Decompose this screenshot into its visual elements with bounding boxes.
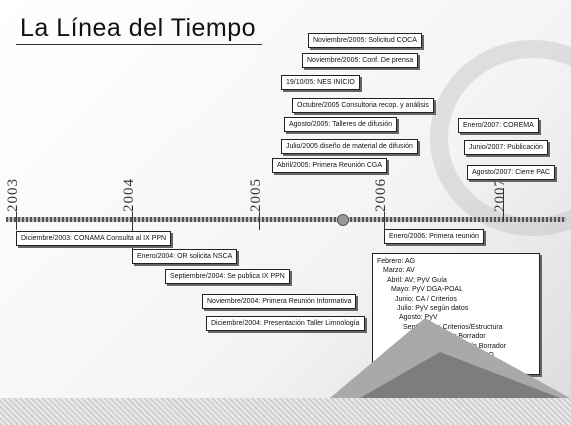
timeline-axis [6, 217, 566, 222]
schedule-item: Febrero: AG [377, 258, 416, 265]
event-box: Noviembre/2005: Conf. De prensa [302, 53, 419, 68]
year-label-2004: 2004 [121, 178, 137, 212]
decorative-mountain-shadow [360, 352, 560, 398]
event-box: Julio/2005 diseño de material de difusió… [281, 139, 418, 154]
schedule-item: Junio: CA / Criterios [395, 295, 457, 303]
event-box: Abril/2005: Primera Reunión CGA [272, 158, 388, 173]
schedule-item: Abril: AV; PyV Guía [387, 276, 447, 284]
timeline-marker [337, 214, 349, 226]
year-label-2006: 2006 [373, 178, 389, 212]
schedule-item: Mayo: PyV DGA-POAL [391, 286, 463, 294]
event-box: Junio/2007: Publicación [464, 140, 548, 155]
event-box: Septiembre/2004: Se publica IX PPN [165, 269, 290, 284]
schedule-item: Marzo: AV [383, 267, 415, 275]
tick-2003 [16, 212, 17, 230]
event-box: Noviembre/2005: Solicitud COCA [308, 33, 422, 48]
event-box: Diciembre/2004: Presentación Taller Limn… [206, 316, 365, 331]
decorative-ground [0, 398, 571, 425]
event-box: Octubre/2005 Consultoria recop. y anális… [292, 98, 434, 113]
event-box: Enero/2004: OR solicita NSCA [132, 249, 238, 264]
tick-2007 [503, 188, 504, 222]
event-box: Agosto/2007: Cierre PAC [467, 165, 556, 180]
event-box: Enero/2007: COREMA [458, 118, 539, 133]
schedule-item: Julio: PyV según datos [397, 305, 469, 313]
year-label-2007: 2007 [492, 178, 508, 212]
slide-title: La Línea del Tiempo [20, 14, 257, 42]
tick-2005 [259, 212, 260, 230]
event-box: Noviembre/2004: Primera Reunión Informat… [202, 294, 357, 309]
title-underline [16, 44, 262, 45]
tick-2006 [384, 212, 385, 232]
year-label-2003: 2003 [5, 178, 21, 212]
event-box: Enero/2006: Primera reunión [384, 229, 484, 244]
year-label-2005: 2005 [248, 178, 264, 212]
event-box: Diciembre/2003: CONAMA Consulta al IX PP… [16, 231, 172, 246]
event-box: Agosto/2005: Talleres de difusión [284, 117, 397, 132]
event-box: 19/10/05: NES INICIO [281, 75, 360, 90]
schedule-item: Agosto: PyV [399, 314, 438, 322]
